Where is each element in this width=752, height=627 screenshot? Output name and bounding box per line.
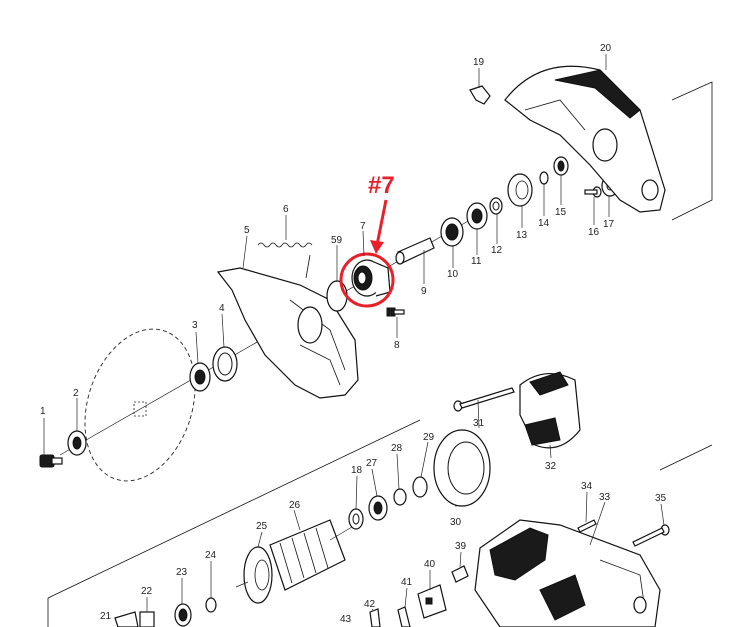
part-label-25: 25 bbox=[256, 521, 268, 532]
part-label-8: 8 bbox=[394, 340, 400, 351]
part-labels: 1 2 3 4 5 6 7 8 9 10 11 12 13 14 15 16 1… bbox=[40, 43, 667, 625]
callout-arrow bbox=[375, 199, 388, 246]
part-label-18: 18 bbox=[351, 465, 363, 476]
part-label-9: 9 bbox=[421, 286, 427, 297]
part-label-13: 13 bbox=[516, 230, 528, 241]
screw-part-8 bbox=[386, 307, 405, 317]
washer-part-24 bbox=[205, 597, 217, 613]
part-label-41: 41 bbox=[401, 577, 413, 588]
part-label-5: 5 bbox=[244, 225, 250, 236]
part-41 bbox=[397, 606, 411, 627]
outer-flange-part-2 bbox=[67, 430, 87, 456]
part-label-4: 4 bbox=[219, 303, 225, 314]
part-label-14: 14 bbox=[538, 218, 550, 229]
screw-part-34 bbox=[577, 519, 597, 533]
part-label-40: 40 bbox=[424, 559, 436, 570]
part-label-23: 23 bbox=[176, 567, 188, 578]
field-part-32 bbox=[519, 371, 581, 449]
blade-center-marker bbox=[133, 401, 147, 417]
part-label-42: 42 bbox=[364, 599, 376, 610]
leader-lines bbox=[43, 54, 665, 612]
washer-part-28 bbox=[393, 488, 407, 506]
bearing-part-15 bbox=[553, 156, 569, 176]
bearing-part-11 bbox=[466, 202, 488, 230]
part-39 bbox=[451, 565, 469, 583]
bearing-part-10 bbox=[440, 217, 464, 247]
part-label-7: 7 bbox=[360, 221, 366, 232]
part-label-11: 11 bbox=[471, 256, 482, 267]
bearing-part-23 bbox=[174, 603, 192, 627]
safety-cover-part-5 bbox=[216, 267, 359, 399]
ring-part-29 bbox=[412, 476, 428, 498]
gear-part-13 bbox=[507, 173, 533, 207]
callout-label: #7 bbox=[368, 172, 395, 199]
screw-part-35 bbox=[632, 524, 670, 547]
screw-part-16 bbox=[584, 186, 602, 198]
part-label-10: 10 bbox=[447, 269, 459, 280]
saw-blade-outline bbox=[84, 328, 196, 482]
washer-part-12 bbox=[489, 197, 503, 215]
ring-part-59 bbox=[326, 280, 348, 312]
part-label-20: 20 bbox=[600, 43, 612, 54]
part-label-15: 15 bbox=[555, 207, 567, 218]
lever-part-19 bbox=[469, 85, 491, 105]
part-label-6: 6 bbox=[283, 204, 289, 215]
spring-part-6 bbox=[257, 242, 313, 279]
highlight-circle-part-7 bbox=[339, 252, 395, 308]
gear-housing-part-20 bbox=[504, 65, 666, 213]
long-screw-part-31 bbox=[453, 387, 515, 412]
part-label-19: 19 bbox=[473, 57, 485, 68]
part-label-22: 22 bbox=[141, 586, 153, 597]
diagram-frame bbox=[47, 81, 713, 627]
pin-part-22 bbox=[139, 611, 155, 627]
spindle-part-9 bbox=[395, 237, 435, 265]
fan-part-25 bbox=[235, 546, 273, 604]
part-label-33: 33 bbox=[599, 492, 611, 503]
part-label-29: 29 bbox=[423, 432, 435, 443]
washer-part-18 bbox=[348, 508, 364, 530]
part-label-31: 31 bbox=[473, 418, 485, 429]
bearing-part-27 bbox=[368, 495, 388, 521]
part-label-26: 26 bbox=[289, 500, 301, 511]
bearing-part-7 bbox=[351, 259, 391, 297]
baffle-ring-part-30 bbox=[433, 429, 491, 507]
part-label-30: 30 bbox=[450, 517, 462, 528]
part-label-12: 12 bbox=[491, 245, 503, 256]
part-label-43: 43 bbox=[340, 614, 352, 625]
part-label-21: 21 bbox=[100, 611, 112, 622]
part-label-3: 3 bbox=[192, 320, 198, 331]
part-label-16: 16 bbox=[588, 227, 600, 238]
part-label-24: 24 bbox=[205, 550, 217, 561]
part-label-34: 34 bbox=[581, 481, 593, 492]
part-label-32: 32 bbox=[545, 461, 557, 472]
part-label-1: 1 bbox=[40, 406, 46, 417]
part-label-2: 2 bbox=[73, 388, 79, 399]
plate-part-21 bbox=[114, 611, 139, 627]
motor-housing-part-33 bbox=[474, 519, 661, 627]
callout-arrow-head bbox=[370, 240, 384, 254]
inner-flange-part-3 bbox=[189, 362, 211, 392]
bolt-part-1 bbox=[39, 454, 63, 468]
part-label-17: 17 bbox=[603, 219, 615, 230]
part-label-28: 28 bbox=[391, 443, 403, 454]
switch-part-40 bbox=[417, 584, 447, 619]
part-label-35: 35 bbox=[655, 493, 667, 504]
part-label-39: 39 bbox=[455, 541, 467, 552]
armature-part-26 bbox=[269, 519, 353, 591]
part-label-27: 27 bbox=[366, 458, 378, 469]
ring-part-14 bbox=[539, 171, 549, 185]
part-label-59: 59 bbox=[331, 235, 343, 246]
ring-part-4 bbox=[212, 346, 238, 382]
part-42 bbox=[369, 608, 381, 627]
